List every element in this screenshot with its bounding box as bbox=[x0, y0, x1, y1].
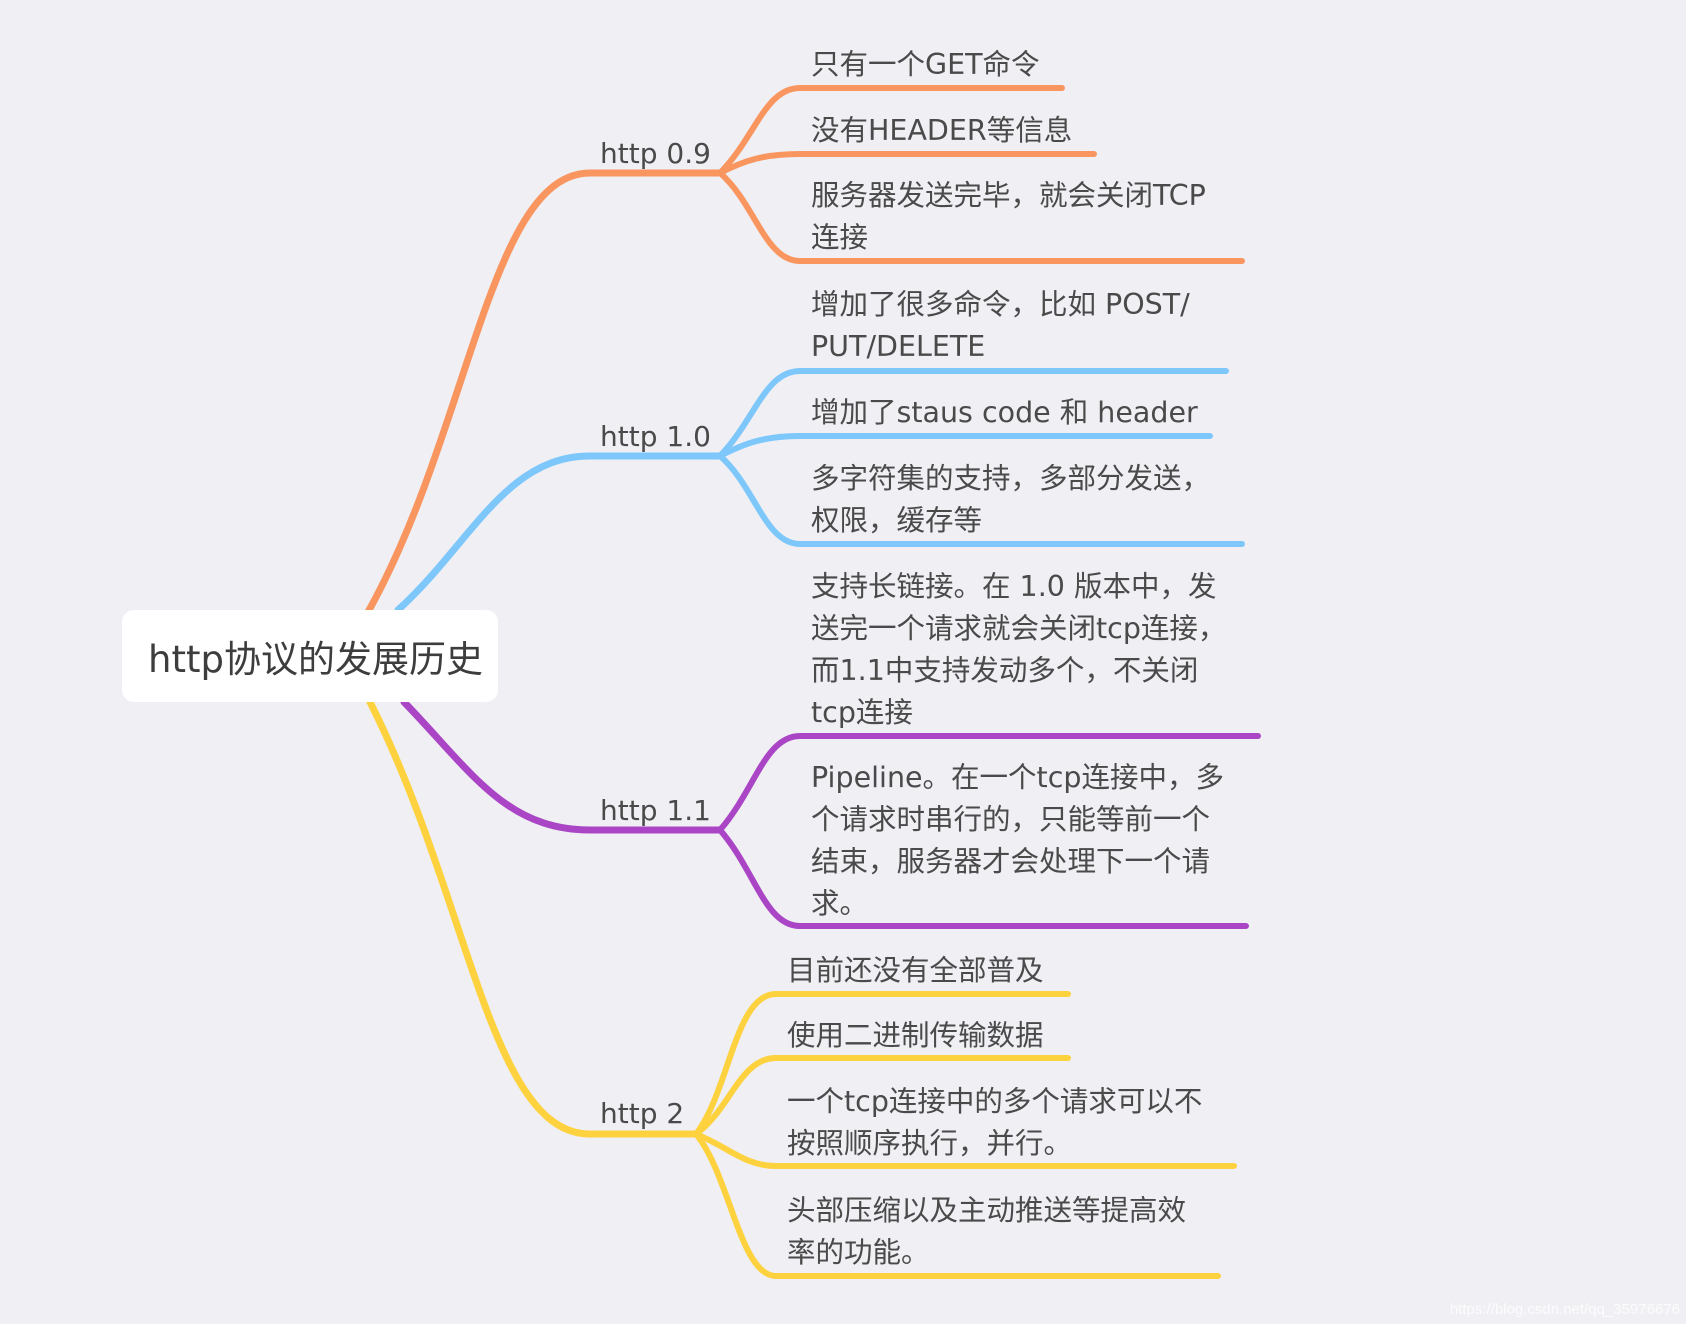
leaf-http2-3[interactable]: 一个tcp连接中的多个请求可以不 按照顺序执行，并行。 bbox=[787, 1085, 1203, 1160]
connector-http09-leaf-3 bbox=[717, 170, 1245, 264]
connector-root-http2 bbox=[366, 698, 700, 1138]
connector-root-http09 bbox=[364, 169, 724, 616]
leaf-http11-1[interactable]: 支持长链接。在 1.0 版本中，发 送完一个请求就会关闭tcp连接， 而1.1中… bbox=[811, 570, 1227, 729]
connector-http11-leaf-2 bbox=[717, 827, 1249, 929]
connector-http2-leaf-4 bbox=[693, 1131, 1221, 1279]
branch-label-http09[interactable]: http 0.9 bbox=[600, 137, 711, 170]
connector-http2-leaf-1 bbox=[693, 991, 1071, 1137]
branch-label-http11[interactable]: http 1.1 bbox=[600, 794, 711, 827]
leaf-http2-4[interactable]: 头部压缩以及主动推送等提高效 率的功能。 bbox=[787, 1194, 1187, 1269]
leaf-http09-3[interactable]: 服务器发送完毕，就会关闭TCP 连接 bbox=[811, 179, 1206, 254]
branch-label-http10[interactable]: http 1.0 bbox=[600, 420, 711, 453]
connector-http2-leaf-2 bbox=[693, 1055, 1071, 1137]
leaf-http09-2[interactable]: 没有HEADER等信息 bbox=[811, 114, 1073, 147]
leaf-http11-2[interactable]: Pipeline。在一个tcp连接中，多 个请求时串行的，只能等前一个 结束，服… bbox=[811, 761, 1224, 920]
connector-http10-leaf-2 bbox=[717, 433, 1213, 459]
connector-http09-leaf-2 bbox=[717, 151, 1097, 176]
leaf-http2-1[interactable]: 目前还没有全部普及 bbox=[787, 954, 1044, 987]
leaf-http2-2[interactable]: 使用二进制传输数据 bbox=[787, 1019, 1044, 1052]
connector-http2-leaf-3 bbox=[693, 1131, 1237, 1169]
leaf-http10-3[interactable]: 多字符集的支持，多部分发送， 权限，缓存等 bbox=[811, 462, 1211, 537]
connector-root-http11 bbox=[400, 698, 724, 834]
watermark: https://blog.csdn.net/qq_35976676 bbox=[1449, 1301, 1680, 1318]
connector-http11-leaf-1 bbox=[717, 733, 1261, 833]
connector-root-http10 bbox=[394, 452, 724, 614]
leaf-http10-1[interactable]: 增加了很多命令，比如 POST/ PUT/DELETE bbox=[811, 288, 1190, 363]
root-title: http协议的发展历史 bbox=[148, 638, 483, 681]
connector-http10-leaf-3 bbox=[717, 453, 1245, 547]
connector-http10-leaf-1 bbox=[717, 368, 1229, 459]
connector-http09-leaf-1 bbox=[717, 85, 1065, 176]
branch-label-http2[interactable]: http 2 bbox=[600, 1097, 685, 1130]
leaf-http09-1[interactable]: 只有一个GET命令 bbox=[811, 48, 1040, 81]
root-node[interactable]: http协议的发展历史 bbox=[122, 610, 498, 702]
leaf-http10-2[interactable]: 增加了staus code 和 header bbox=[811, 396, 1198, 429]
